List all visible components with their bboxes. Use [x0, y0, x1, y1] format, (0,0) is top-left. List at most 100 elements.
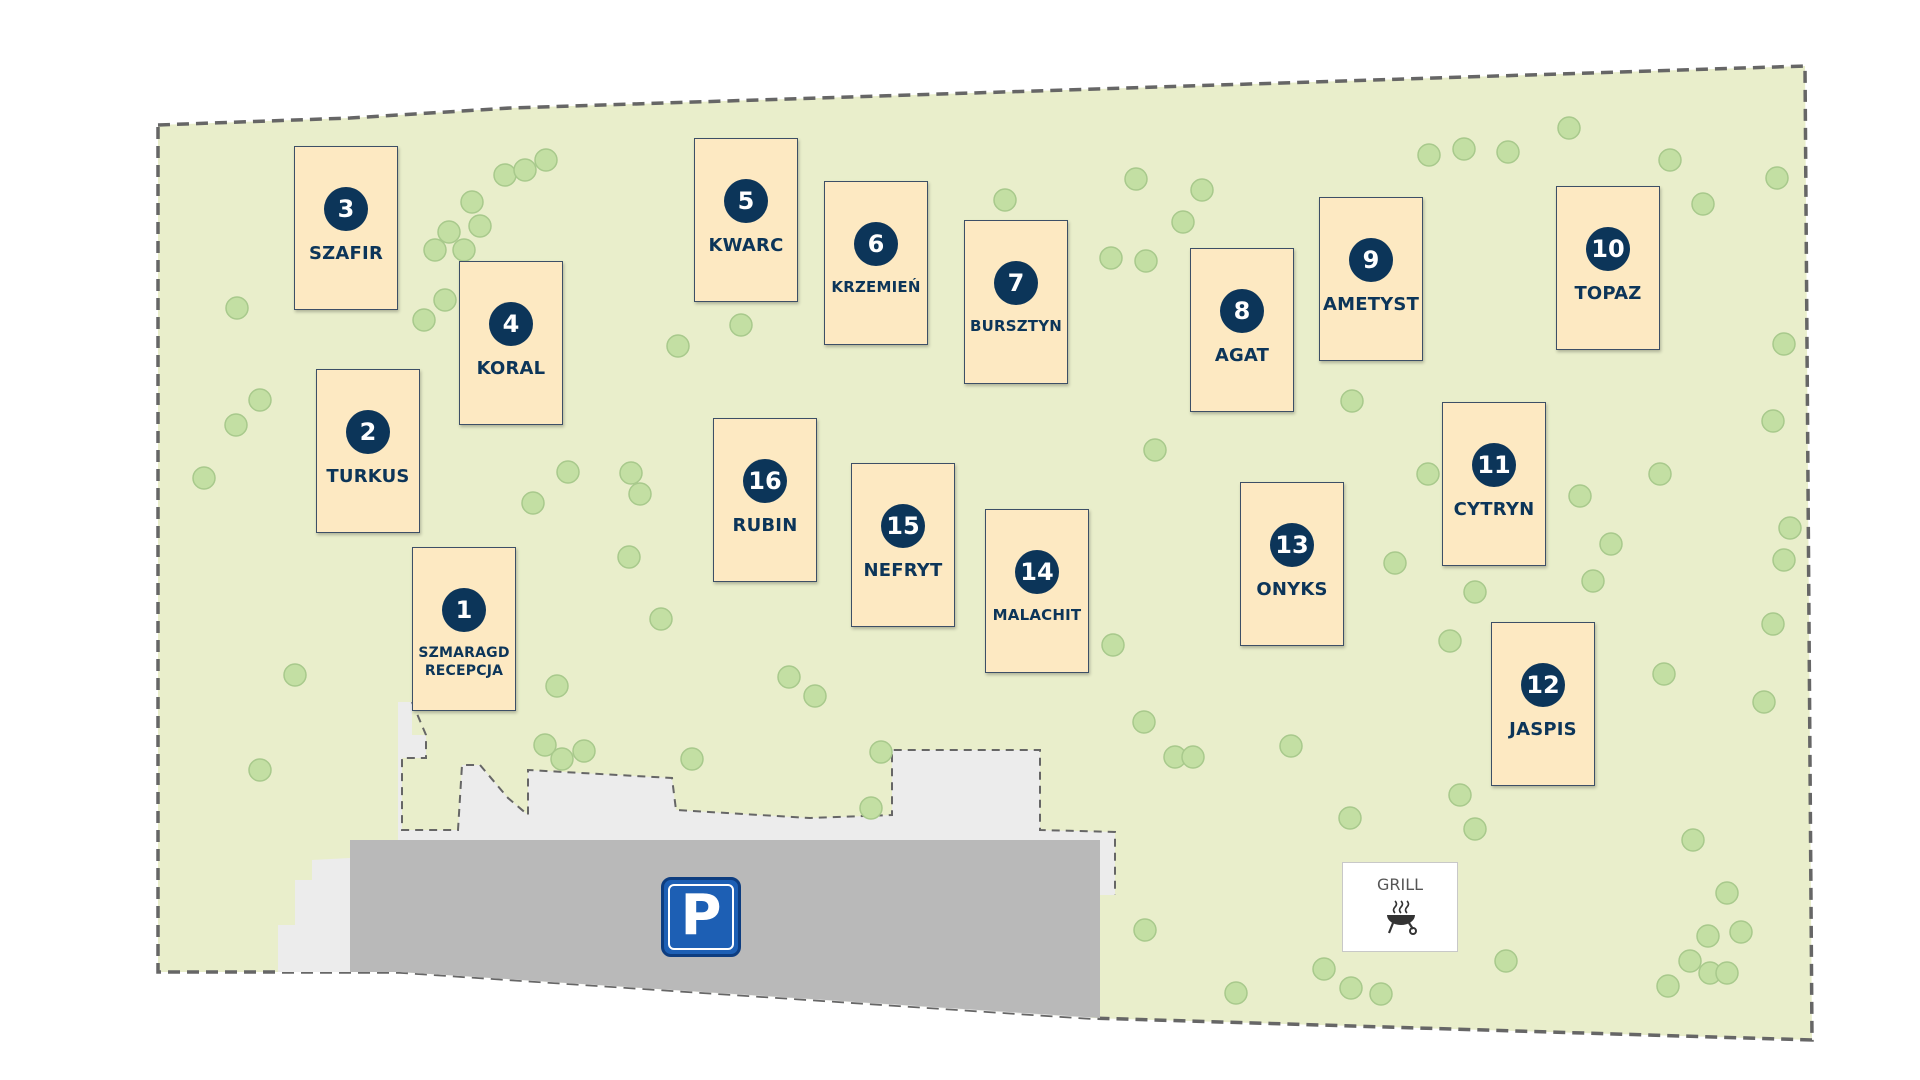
tree: [224, 413, 248, 437]
paved-area-edge: [401, 701, 1116, 895]
tree: [1765, 166, 1789, 190]
cabin-6[interactable]: 6 KRZEMIEŃ: [824, 181, 928, 345]
tree: [1494, 949, 1518, 973]
tree: [1133, 918, 1157, 942]
tree: [521, 491, 545, 515]
tree: [1190, 178, 1214, 202]
trees: [192, 116, 1802, 1006]
cabin-number-badge: 3: [324, 187, 368, 231]
cabin-16[interactable]: 16 RUBIN: [713, 418, 817, 582]
cabin-name: TOPAZ: [1574, 283, 1642, 304]
tree: [1568, 484, 1592, 508]
tree: [1171, 210, 1195, 234]
cabin-name: JASPIS: [1509, 719, 1577, 740]
cabin-12[interactable]: 12 JASPIS: [1491, 622, 1595, 786]
parking-sign[interactable]: P: [661, 877, 741, 957]
tree: [1729, 920, 1753, 944]
tree: [1772, 548, 1796, 572]
cabin-3[interactable]: 3 SZAFIR: [294, 146, 398, 310]
tree: [1658, 148, 1682, 172]
tree: [1132, 710, 1156, 734]
cabin-number-badge: 5: [724, 179, 768, 223]
tree: [649, 607, 673, 631]
tree: [1124, 167, 1148, 191]
tree: [1448, 783, 1472, 807]
tree: [1581, 569, 1605, 593]
cabin-name: BURSZTYN: [969, 317, 1063, 335]
tree: [1181, 745, 1205, 769]
cabin-name: CYTRYN: [1453, 499, 1535, 520]
tree: [248, 388, 272, 412]
tree: [1715, 881, 1739, 905]
tree: [534, 148, 558, 172]
cabin-number-badge: 13: [1270, 523, 1314, 567]
cabin-5[interactable]: 5 KWARC: [694, 138, 798, 302]
tree: [1652, 662, 1676, 686]
cabin-15[interactable]: 15 NEFRYT: [851, 463, 955, 627]
tree: [1715, 961, 1739, 985]
tree: [468, 214, 492, 238]
cabin-11[interactable]: 11 CYTRYN: [1442, 402, 1546, 566]
tree: [1761, 612, 1785, 636]
tree: [1463, 580, 1487, 604]
cabin-14[interactable]: 14 MALACHIT: [985, 509, 1089, 673]
cabin-name: SZAFIR: [309, 243, 383, 264]
cabin-number-badge: 1: [442, 588, 486, 632]
cabin-name: RUBIN: [732, 515, 798, 536]
tree: [1752, 690, 1776, 714]
cabin-9[interactable]: 9 AMETYST: [1319, 197, 1423, 361]
tree: [1279, 734, 1303, 758]
cabin-number-badge: 7: [994, 261, 1038, 305]
cabin-8[interactable]: 8 AGAT: [1190, 248, 1294, 412]
cabin-10[interactable]: 10 TOPAZ: [1556, 186, 1660, 350]
parking-icon: [668, 884, 734, 950]
cabin-13[interactable]: 13 ONYKS: [1240, 482, 1344, 646]
cabin-number-badge: 8: [1220, 289, 1264, 333]
tree: [572, 739, 596, 763]
tree: [513, 158, 537, 182]
tree: [412, 308, 436, 332]
cabin-name: ONYKS: [1256, 579, 1328, 600]
tree: [1369, 982, 1393, 1006]
tree: [1656, 974, 1680, 998]
tree: [1143, 438, 1167, 462]
parking-letter: P: [680, 883, 722, 948]
tree: [666, 334, 690, 358]
cabin-number-badge: 16: [743, 459, 787, 503]
tree: [803, 684, 827, 708]
tree: [1340, 389, 1364, 413]
tree: [550, 747, 574, 771]
tree: [1778, 516, 1802, 540]
cabin-name: NEFRYT: [863, 560, 943, 581]
tree: [1761, 409, 1785, 433]
tree: [1557, 116, 1581, 140]
cabin-name: TURKUS: [326, 466, 410, 487]
grill-area[interactable]: GRILL: [1342, 862, 1458, 952]
tree: [1681, 828, 1705, 852]
tree: [617, 545, 641, 569]
cabin-name: MALACHIT: [992, 606, 1082, 624]
cabin-2[interactable]: 2 TURKUS: [316, 369, 420, 533]
tree: [533, 733, 557, 757]
cabin-name: SZMARAGD: [418, 645, 510, 661]
tree: [777, 665, 801, 689]
tree: [1438, 629, 1462, 653]
cabin-number-badge: 2: [346, 410, 390, 454]
tree: [680, 747, 704, 771]
cabin-1[interactable]: 1 SZMARAGD RECEPCJA: [412, 547, 516, 711]
tree: [1463, 817, 1487, 841]
cabin-number-badge: 14: [1015, 550, 1059, 594]
tree: [993, 188, 1017, 212]
tree: [1696, 924, 1720, 948]
cabin-7[interactable]: 7 BURSZTYN: [964, 220, 1068, 384]
cabin-number-badge: 4: [489, 302, 533, 346]
tree: [1416, 462, 1440, 486]
cabin-number-badge: 15: [881, 504, 925, 548]
tree: [1099, 246, 1123, 270]
tree: [556, 460, 580, 484]
cabin-number-badge: 10: [1586, 227, 1630, 271]
cabin-label: SZMARAGD RECEPCJA: [413, 644, 515, 680]
tree: [1101, 633, 1125, 657]
cabin-4[interactable]: 4 KORAL: [459, 261, 563, 425]
cabin-number-badge: 9: [1349, 238, 1393, 282]
